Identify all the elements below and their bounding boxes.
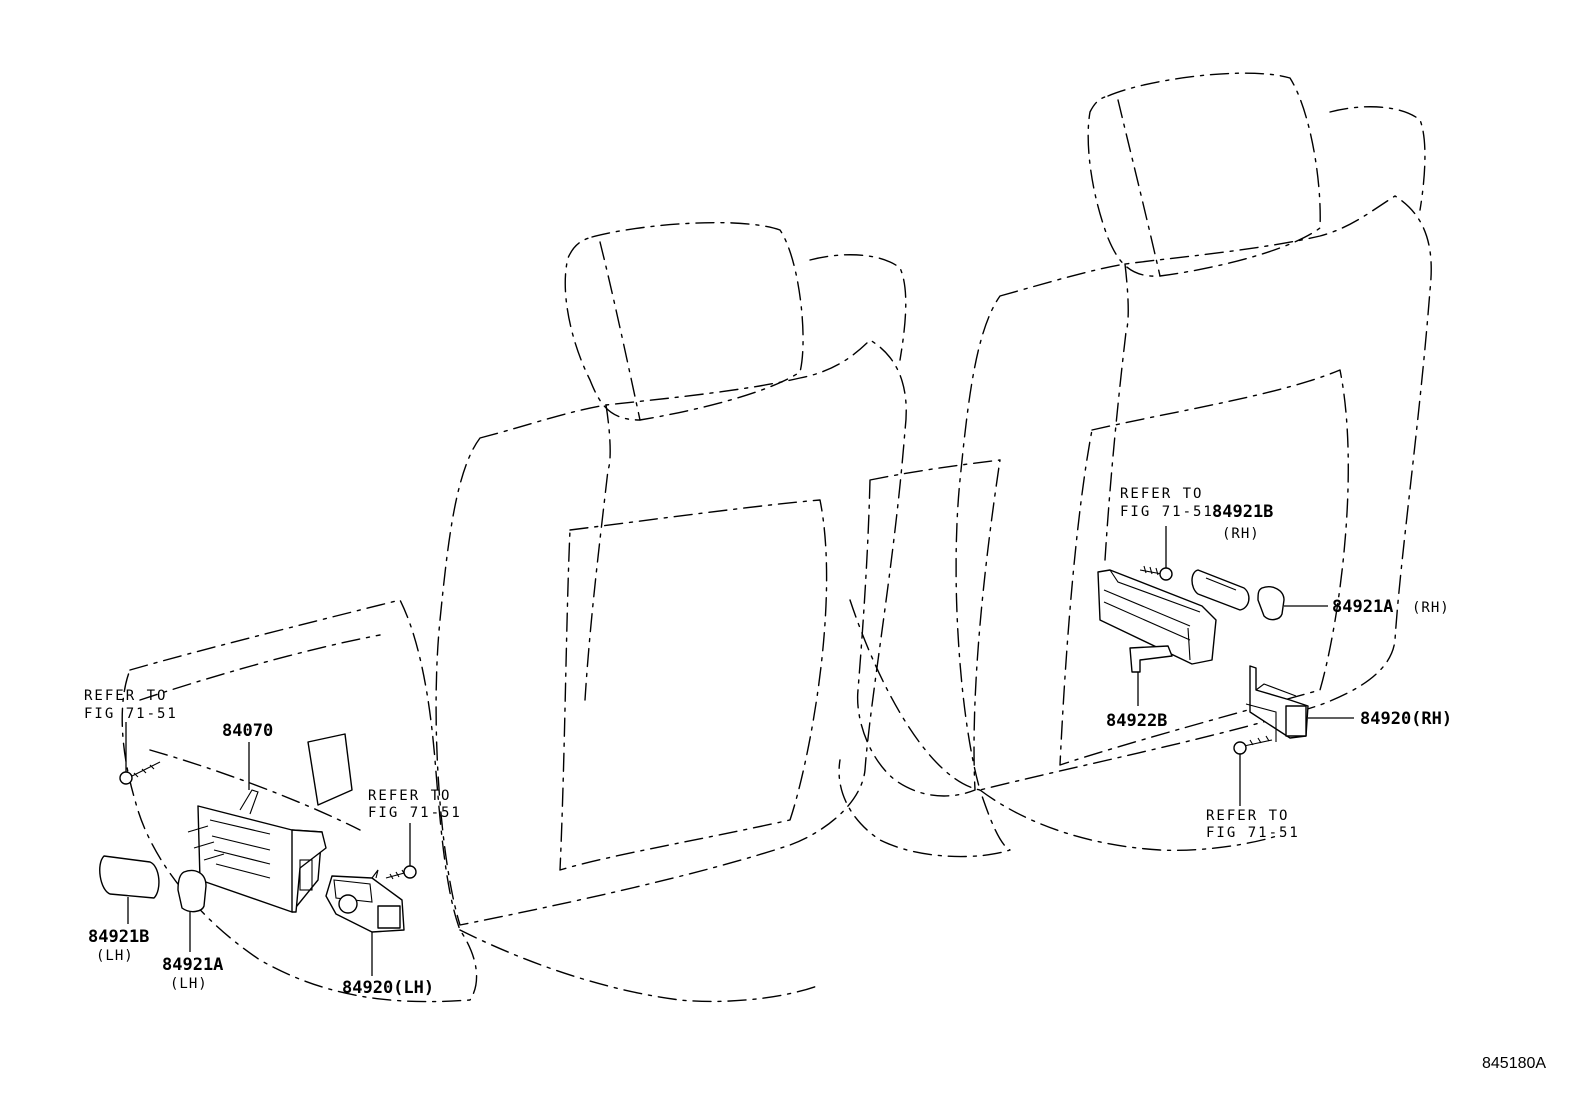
lh-frame-84070	[187, 789, 327, 913]
right-seat-cushion	[856, 459, 1001, 797]
lh-switch-label: 84920(LH)	[342, 978, 434, 998]
left-seat-back-inner	[584, 404, 611, 701]
rh-refer-top-line1: REFER TO	[1120, 486, 1203, 502]
lh-refer-left-line2: FIG 71-51	[84, 706, 178, 722]
right-cushion-side	[838, 599, 1011, 858]
left-cushion-edge	[139, 634, 381, 701]
rh-frame	[1097, 569, 1217, 665]
rh-switch-label: 84920(RH)	[1360, 709, 1452, 729]
rh-knob-84921a	[1257, 586, 1285, 621]
left-seat-wing	[809, 254, 907, 361]
lh-knob-a-label: 84921A	[162, 955, 223, 975]
lh-screw-left	[119, 761, 161, 785]
left-seat-outline	[121, 221, 907, 1003]
left-headrest-seam	[599, 241, 641, 421]
rh-knob-84921b	[1191, 569, 1250, 611]
rh-refer-bottom-line2: FIG 71-51	[1206, 825, 1300, 841]
left-seat-back	[435, 339, 907, 926]
left-trim-flap	[307, 733, 353, 806]
rh-refer-top-line2: FIG 71-51	[1120, 504, 1214, 520]
diagram-code: 845180A	[1482, 1055, 1546, 1072]
rh-leaders	[1137, 526, 1354, 806]
rh-bracket-84922b	[1129, 645, 1173, 673]
left-headrest	[564, 221, 804, 421]
rh-switch-84920	[1245, 665, 1309, 742]
lh-screw-right	[385, 865, 417, 880]
rh-screw-top	[1139, 565, 1173, 581]
lh-refer-left-line1: REFER TO	[84, 688, 167, 704]
lh-knob-b-side: (LH)	[96, 948, 134, 964]
lh-refer-right-line1: REFER TO	[368, 788, 451, 804]
lh-switch-84920	[325, 869, 405, 933]
right-seat-back-panel	[1059, 369, 1349, 766]
left-seat-cushion	[121, 599, 478, 1003]
lh-leaders	[125, 722, 411, 976]
rh-knob-a-label: 84921A	[1332, 597, 1393, 617]
rh-knob-b-label: 84921B	[1212, 502, 1273, 522]
rh-knob-b-side: (RH)	[1222, 526, 1260, 542]
right-seat-wing	[1329, 106, 1426, 211]
rh-refer-bottom-line1: REFER TO	[1206, 808, 1289, 824]
right-headrest-seam	[1117, 99, 1161, 277]
left-seat-back-panel	[559, 499, 828, 871]
right-headrest	[1087, 72, 1321, 277]
rh-knob-a-side: (RH)	[1412, 600, 1450, 616]
lh-refer-right-line2: FIG 71-51	[368, 805, 462, 821]
right-seat-outline	[838, 72, 1432, 858]
right-seat-base	[979, 789, 1281, 852]
lh-knob-84921a	[177, 869, 207, 913]
rh-screw-bottom	[1233, 735, 1273, 755]
lh-knob-b-label: 84921B	[88, 927, 149, 947]
rh-bracket-label: 84922B	[1106, 711, 1167, 731]
lh-knob-a-side: (LH)	[170, 976, 208, 992]
lh-frame-label: 84070	[222, 721, 273, 741]
lh-knob-84921b	[99, 855, 160, 899]
left-seat-base	[459, 929, 821, 1003]
left-cushion-front	[149, 749, 361, 831]
right-seat-back	[955, 195, 1432, 791]
